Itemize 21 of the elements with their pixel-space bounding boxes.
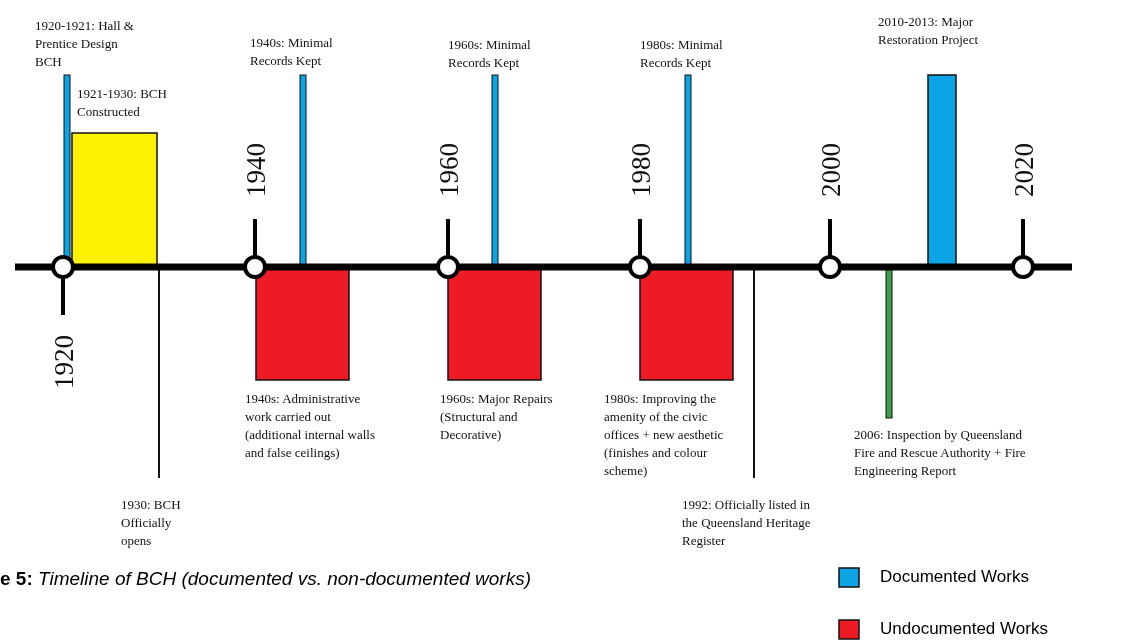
year-label: 1960	[434, 143, 464, 197]
legend-label: Documented Works	[880, 567, 1029, 587]
event-label: 2006: Inspection by Queensland Fire and Rescue Authority + Fire Engineering Report	[854, 426, 1026, 480]
year-label: 2000	[816, 143, 846, 197]
year-label: 1940	[241, 143, 271, 197]
event-label: 1980s: Minimal Records Kept	[640, 36, 724, 72]
event-label: 1930: BCH Officially opens	[121, 496, 182, 550]
event-label: 1992: Officially listed in the Queensland Heritage Register	[682, 496, 812, 550]
year-label: 2020	[1009, 143, 1039, 197]
event-label: 1921-1930: BCH Constructed	[77, 85, 168, 121]
event-label: 1960s: Major Repairs (Structural and Decorative)	[440, 390, 554, 444]
event-label: 2010-2013: Major Restoration Project	[878, 13, 979, 49]
event-label: 1940s: Administrative work carried out (additional internal walls and false ceilings)	[245, 390, 376, 462]
event-label: 1980s: Improving the amenity of the civic offices + new aesthetic (finishes and colour scheme)	[604, 390, 725, 480]
figure-caption: e 5: Timeline of BCH (documented vs. non-documented works)	[0, 568, 532, 590]
year-label: 1920	[49, 335, 79, 389]
legend-label: Undocumented Works	[880, 619, 1048, 639]
event-label: 1920-1921: Hall & Prentice Design BCH	[35, 17, 135, 71]
event-label: 1960s: Minimal Records Kept	[448, 36, 532, 72]
event-label: 1940s: Minimal Records Kept	[250, 34, 334, 70]
year-label: 1980	[626, 143, 656, 197]
